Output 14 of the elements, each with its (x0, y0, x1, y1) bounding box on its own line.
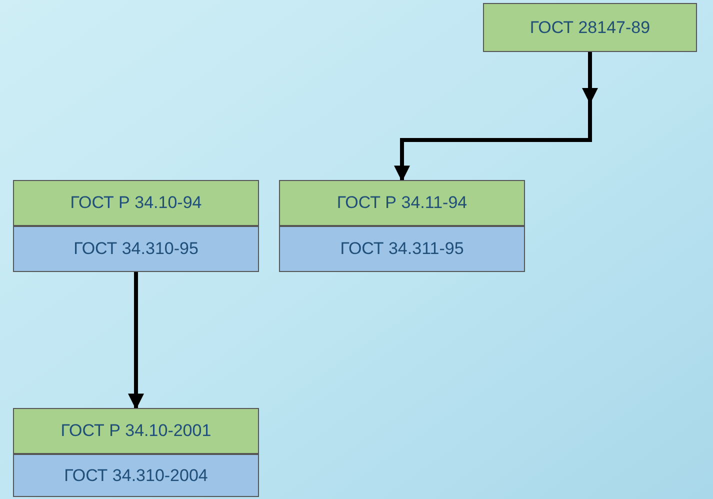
standard-box (13, 454, 259, 497)
standard-box (13, 226, 259, 272)
standard-label: ГОСТ Р 34.10-2001 (60, 420, 212, 442)
standard-label: ГОСТ 34.310-2004 (64, 464, 208, 487)
standard-label: ГОСТ Р 34.11-94 (336, 192, 468, 214)
standard-box (279, 180, 525, 226)
standard-box (483, 3, 697, 52)
standard-box (13, 408, 259, 454)
standard-label: ГОСТ 34.311-95 (340, 238, 464, 260)
standard-label: ГОСТ 34.310-95 (74, 238, 198, 260)
standard-box (279, 226, 525, 272)
standard-box (13, 180, 259, 226)
standard-label: ГОСТ Р 34.10-94 (70, 192, 202, 214)
standard-label: ГОСТ 28147-89 (530, 16, 650, 39)
